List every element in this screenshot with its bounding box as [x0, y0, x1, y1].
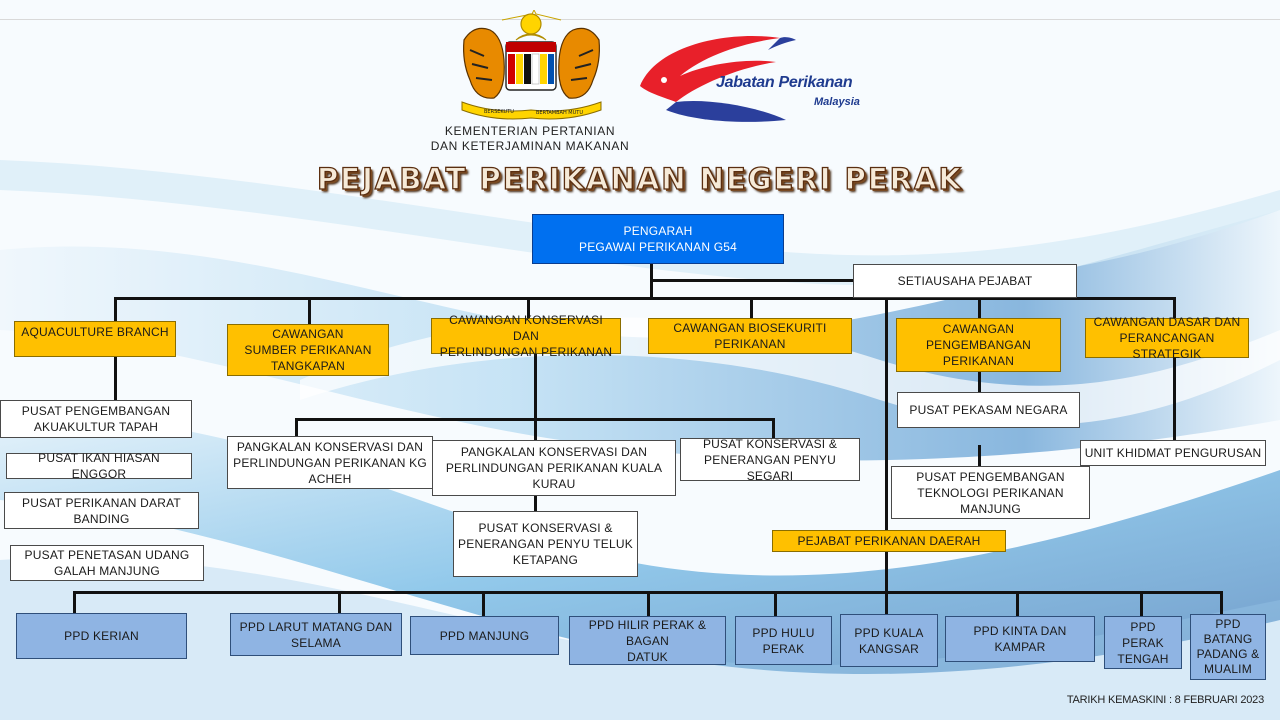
last-updated-date: TARIKH KEMASKINI : 8 FEBRUARI 2023: [1066, 694, 1264, 706]
unit-konservasi-kuala-kurau: PANGKALAN KONSERVASI DAN PERLINDUNGAN PE…: [432, 440, 676, 496]
unit-khidmat-pengurusan: UNIT KHIDMAT PENGURUSAN: [1080, 440, 1266, 466]
secretary-box: SETIAUSAHA PEJABAT: [853, 264, 1077, 298]
connector-line: [774, 591, 777, 616]
connector-line: [527, 297, 530, 319]
top-divider: [0, 19, 1280, 20]
connector-line: [1220, 591, 1223, 616]
district-batang-padang: PPD BATANG PADANG & MUALIM: [1190, 614, 1266, 680]
jabatan-perikanan-logo: [640, 36, 796, 122]
connector-line: [114, 357, 117, 403]
district-hulu-perak: PPD HULU PERAK: [735, 616, 832, 665]
connector-line: [885, 297, 888, 617]
unit-aquaculture-1: PUSAT PENGEMBANGAN AKUAKULTUR TAPAH: [0, 400, 192, 438]
district-manjung: PPD MANJUNG: [410, 616, 559, 655]
connector-line: [114, 297, 117, 321]
district-perak-tengah: PPD PERAK TENGAH: [1104, 616, 1182, 669]
ministry-name: KEMENTERIAN PERTANIAN DAN KETERJAMINAN M…: [430, 124, 630, 153]
director-box: PENGARAH PEGAWAI PERIKANAN G54: [532, 214, 784, 264]
coat-motto-left: BERSEKUTU: [484, 109, 514, 115]
connector-line: [978, 445, 981, 467]
district-hilir-perak: PPD HILIR PERAK & BAGAN DATUK: [569, 616, 726, 665]
connector-line: [750, 297, 753, 319]
page-title: PEJABAT PERIKANAN NEGERI PERAK: [316, 161, 963, 196]
agency-name: Jabatan Perikanan: [716, 74, 853, 91]
connector-line: [978, 297, 981, 319]
district-kinta-kampar: PPD KINTA DAN KAMPAR: [945, 616, 1095, 662]
connector-line: [482, 591, 485, 616]
unit-penyu-segari: PUSAT KONSERVASI & PENERANGAN PENYU SEGA…: [680, 437, 860, 483]
unit-teknologi-manjung: PUSAT PENGEMBANGAN TEKNOLOGI PERIKANAN M…: [891, 466, 1090, 519]
connector-line: [1173, 297, 1176, 319]
connector-line: [772, 418, 775, 440]
branch-biosekuriti: CAWANGAN BIOSEKURITI PERIKANAN: [648, 318, 852, 354]
coat-of-arms-logo: BERSEKUTU BERTAMBAH MUTU: [461, 10, 602, 120]
branch-dasar: CAWANGAN DASAR DAN PERANCANGAN STRATEGIK: [1085, 315, 1249, 361]
connector-line: [308, 297, 311, 325]
connector-line: [295, 418, 775, 421]
unit-pekasam-negara: PUSAT PEKASAM NEGARA: [897, 392, 1080, 428]
district-kuala-kangsar: PPD KUALA KANGSAR: [840, 614, 938, 667]
connector-line: [73, 591, 76, 613]
branch-sumber-perikanan: CAWANGAN SUMBER PERIKANAN TANGKAPAN: [227, 324, 389, 376]
agency-country: Malaysia: [814, 96, 860, 108]
connector-line: [650, 279, 854, 282]
branch-aquaculture: AQUACULTURE BRANCH: [14, 321, 176, 357]
connector-line: [534, 354, 537, 514]
connector-line: [647, 591, 650, 616]
branch-konservasi: CAWANGAN KONSERVASI DAN PERLINDUNGAN PER…: [431, 313, 621, 359]
district-office-box: PEJABAT PERIKANAN DAERAH: [772, 530, 1006, 552]
connector-line: [295, 418, 298, 438]
connector-line: [114, 297, 1176, 300]
district-kerian: PPD KERIAN: [16, 613, 187, 659]
connector-line: [1016, 591, 1019, 616]
branch-pengembangan: CAWANGAN PENGEMBANGAN PERIKANAN: [896, 318, 1061, 372]
connector-line: [1173, 357, 1176, 441]
unit-penyu-teluk-ketapang: PUSAT KONSERVASI & PENERANGAN PENYU TELU…: [453, 511, 638, 577]
connector-line: [978, 372, 981, 394]
unit-konservasi-kg-acheh: PANGKALAN KONSERVASI DAN PERLINDUNGAN PE…: [227, 436, 433, 489]
district-larut-matang: PPD LARUT MATANG DAN SELAMA: [230, 613, 402, 656]
unit-aquaculture-2: PUSAT IKAN HIASAN ENGGOR: [6, 451, 192, 481]
unit-aquaculture-4: PUSAT PENETASAN UDANG GALAH MANJUNG: [10, 545, 204, 581]
connector-line: [1140, 591, 1143, 616]
connector-line: [338, 591, 341, 613]
unit-aquaculture-3: PUSAT PERIKANAN DARAT BANDING: [4, 492, 199, 529]
coat-motto-right: BERTAMBAH MUTU: [536, 110, 583, 116]
